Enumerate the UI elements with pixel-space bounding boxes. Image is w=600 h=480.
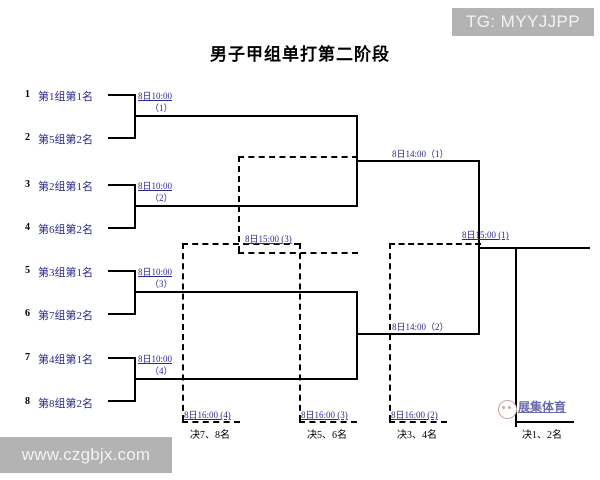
seed-name-1: 第1组第1名 [38, 91, 93, 103]
seed-number-2: 2 [25, 132, 30, 143]
placement-label-12: 决1、2名 [522, 430, 562, 441]
watermark-top-right: TG: MYYJJPP [452, 8, 594, 36]
match-label-semi-1: 8日14:00（1） [392, 149, 449, 159]
placement-bar-78 [182, 421, 240, 423]
placement-label-34: 决3、4名 [397, 430, 437, 441]
loser-line-upper-top [238, 156, 358, 158]
r1-out-1 [134, 115, 358, 117]
loser-line-upper-left [238, 156, 240, 252]
match-label-semi-2: 8日14:00（2） [392, 322, 449, 332]
placement-label-56-time: 8日16:00 (3) [301, 410, 348, 420]
loser-line-v1 [182, 243, 184, 421]
match-label-r1-2-time: 8日10:00 [138, 181, 173, 191]
placement-label-78: 决7、8名 [190, 430, 230, 441]
match-label-r1-1-num: （1） [150, 103, 173, 113]
placement-bar-56 [299, 421, 357, 423]
seed-name-2: 第5组第2名 [38, 134, 93, 146]
r1-line-seed5 [108, 270, 136, 272]
match-label-r1-4-time: 8日10:00 [138, 354, 173, 364]
placement-label-56: 决5、6名 [307, 430, 347, 441]
semi-join-2 [356, 291, 358, 380]
seed-name-6: 第7组第2名 [38, 310, 93, 322]
seed-name-5: 第3组第1名 [38, 267, 93, 279]
match-label-r1-3-time: 8日10:00 [138, 267, 173, 277]
match-label-final: 8日15:00 (1) [462, 230, 509, 240]
r1-line-seed2 [108, 137, 136, 139]
wechat-icon [498, 400, 517, 419]
match-label-r1-2-num: （2） [150, 193, 173, 203]
placement-label-78-time: 8日16:00 (4) [184, 410, 231, 420]
r1-line-seed4 [108, 227, 136, 229]
match-label-r1-1-time: 8日10:00 [138, 91, 173, 101]
placement-label-34-time: 8日16:00 (2) [391, 410, 438, 420]
seed-number-7: 7 [25, 352, 30, 363]
brand-logo: 展集体育 [498, 398, 594, 420]
seed-name-8: 第8组第2名 [38, 398, 93, 410]
r1-line-seed3 [108, 184, 136, 186]
loser-line-v3 [389, 243, 391, 421]
r1-out-4 [134, 378, 358, 380]
seed-number-5: 5 [25, 265, 30, 276]
r1-line-seed1 [108, 94, 136, 96]
loser-line-v2 [299, 243, 301, 421]
seed-name-3: 第2组第1名 [38, 181, 93, 193]
watermark-site-url: www.czgbjx.com [0, 437, 172, 473]
semi-out-2 [356, 333, 480, 335]
champion-line [515, 247, 517, 427]
r1-out-3 [134, 291, 358, 293]
match-label-r1-3-num: （3） [150, 279, 173, 289]
match-label-r1-4-num: （4） [150, 366, 173, 376]
brand-logo-text: 展集体育 [518, 400, 567, 414]
placement-bar-34 [389, 421, 447, 423]
loser-line-h1 [182, 243, 300, 245]
r1-line-seed6 [108, 313, 136, 315]
seed-name-4: 第6组第2名 [38, 224, 93, 236]
seed-number-3: 3 [25, 179, 30, 190]
placement-bar-12 [516, 421, 574, 423]
seed-name-7: 第4组第1名 [38, 354, 93, 366]
r1-line-seed8 [108, 400, 136, 402]
seed-number-8: 8 [25, 396, 30, 407]
match-label-loser-semi: 8日15:00 (3) [245, 234, 292, 244]
seed-number-6: 6 [25, 308, 30, 319]
r1-out-2 [134, 205, 358, 207]
loser-line-upper-bot [238, 252, 358, 254]
final-out [478, 247, 590, 249]
semi-out-1 [356, 160, 480, 162]
r1-line-seed7 [108, 357, 136, 359]
seed-number-4: 4 [25, 222, 30, 233]
seed-number-1: 1 [25, 89, 30, 100]
loser-line-lower-top [389, 243, 481, 245]
page-title: 男子甲组单打第二阶段 [210, 45, 390, 64]
